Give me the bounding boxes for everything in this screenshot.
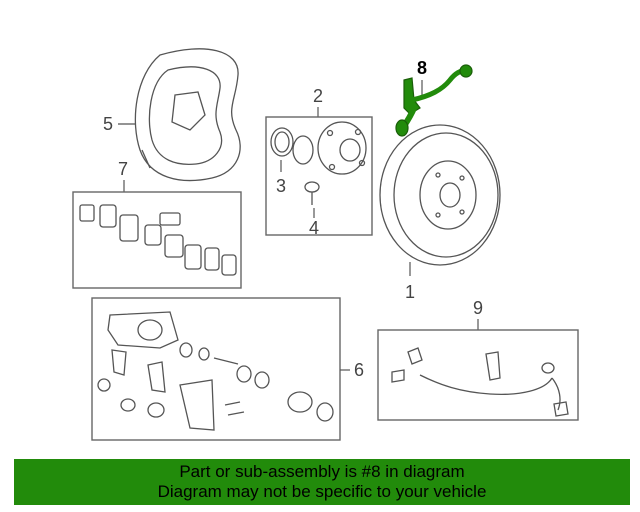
caliper-part-6 <box>97 311 334 431</box>
banner-line-2: Diagram may not be specific to your vehi… <box>157 482 487 501</box>
brake-pads-part-7 <box>79 204 237 276</box>
callout-6: 6 <box>354 360 364 380</box>
wheel-speed-sensor-part-9 <box>391 347 569 417</box>
disc-rotor-part-1 <box>379 124 501 266</box>
banner-line-1: Part or sub-assembly is #8 in diagram <box>179 462 465 481</box>
callout-4: 4 <box>309 218 319 238</box>
group-box-7 <box>72 191 242 289</box>
group-box-2 <box>265 116 373 236</box>
callout-1: 1 <box>405 282 415 302</box>
splash-shield-part-5 <box>134 48 241 182</box>
group-box-6 <box>91 297 341 441</box>
callout-9: 9 <box>473 298 483 318</box>
callout-2: 2 <box>313 86 323 106</box>
part-notice-banner: Part or sub-assembly is #8 in diagram Di… <box>14 459 630 505</box>
callout-8: 8 <box>417 58 427 78</box>
bolt-part-4 <box>304 181 320 205</box>
callout-7: 7 <box>118 159 128 179</box>
callout-3: 3 <box>276 176 286 196</box>
parts-diagram: 5 7 2 3 4 8 <box>72 48 579 441</box>
brake-hose-part-8 <box>395 64 473 137</box>
callout-5: 5 <box>103 114 113 134</box>
group-box-9 <box>377 329 579 421</box>
hub-bearing-part-2 <box>270 121 367 175</box>
